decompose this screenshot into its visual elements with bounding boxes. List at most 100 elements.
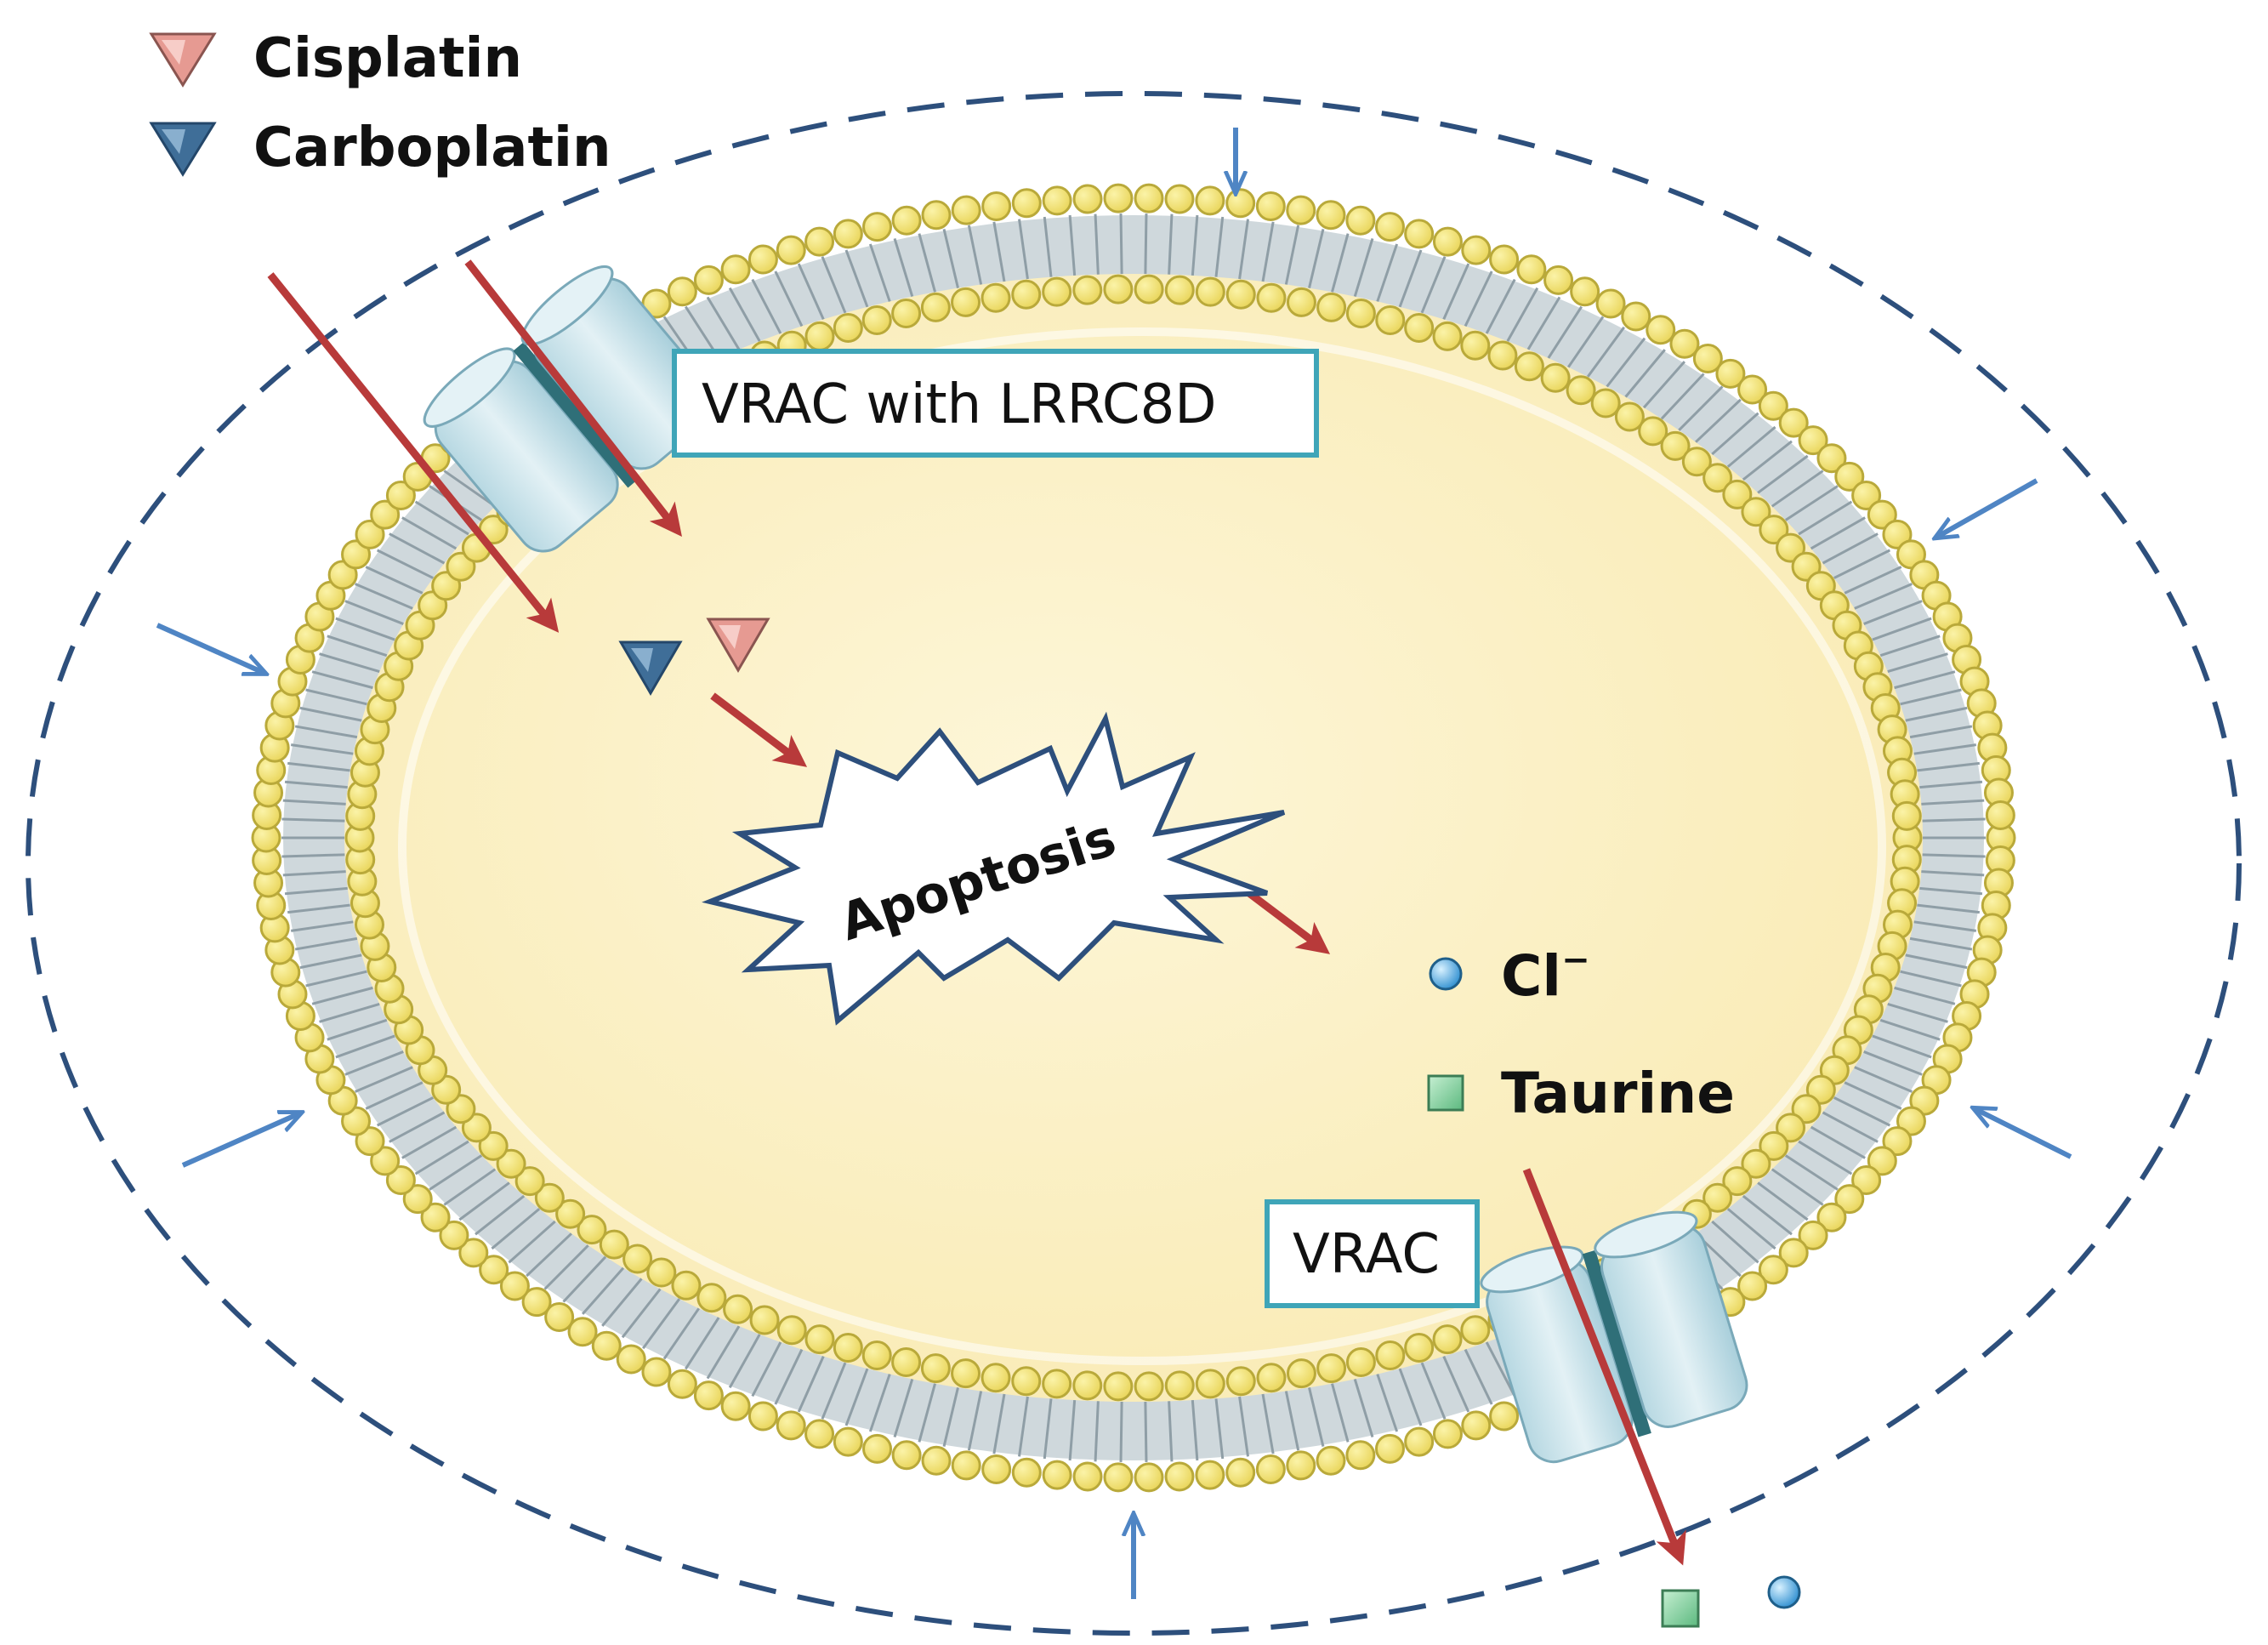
lipid-head <box>1737 374 1768 405</box>
lipid-head <box>1072 275 1103 305</box>
legend-cisplatin-label: Cisplatin <box>253 27 522 90</box>
lipid-head <box>1489 244 1520 275</box>
lipid-head <box>891 1440 922 1471</box>
lipid-head <box>981 191 1012 221</box>
lipid-tail <box>389 532 446 565</box>
lipid-tail <box>1068 1400 1077 1461</box>
lipid-head <box>458 1238 489 1268</box>
lipid-tail <box>491 1208 541 1250</box>
lipid-head <box>1432 1419 1463 1449</box>
lipid-tail <box>1547 305 1583 359</box>
lipid-head <box>641 288 672 319</box>
lipid-tail <box>1261 1393 1275 1454</box>
lipid-head <box>1011 1457 1042 1488</box>
chloride-efflux-ion-icon <box>1767 1575 1801 1609</box>
lipid-head <box>616 1344 646 1375</box>
lipid-head <box>1776 1113 1806 1143</box>
lipid-tail <box>284 780 348 789</box>
chloride-ion-icon <box>1429 957 1463 991</box>
lipid-tail <box>1398 249 1423 308</box>
lipid-tail <box>1844 566 1902 595</box>
lipid-tail <box>1711 412 1759 456</box>
lipid-head <box>833 1333 863 1363</box>
lipid-tail <box>1726 1208 1776 1250</box>
lipid-head <box>1715 358 1746 389</box>
lipid-tail <box>299 953 362 970</box>
lipid-tail <box>1420 1362 1447 1420</box>
chloride-superscript: − <box>1561 941 1590 980</box>
lipid-tail <box>1872 617 1932 641</box>
lipid-head <box>921 200 952 231</box>
lipid-tail <box>1191 214 1199 276</box>
lipid-head <box>1134 1462 1164 1493</box>
lipid-head <box>646 1257 677 1288</box>
lipid-head <box>1758 1255 1788 1285</box>
lipid-tail <box>1485 278 1516 334</box>
lipid-tail <box>1094 1401 1100 1462</box>
lipid-tail <box>376 1096 434 1127</box>
lipid-head <box>693 1380 724 1411</box>
lipid-head <box>776 1410 806 1441</box>
lipid-head <box>951 1358 981 1389</box>
lipid-tail <box>1464 1348 1493 1405</box>
lipid-head <box>1722 1166 1753 1197</box>
lipid-head <box>1103 1462 1134 1493</box>
lipid-head <box>1103 183 1134 213</box>
lipid-tail <box>1018 219 1029 280</box>
lipid-head <box>804 321 835 351</box>
lipid-tail <box>844 249 869 308</box>
lipid-head <box>1614 401 1645 432</box>
lipid-head <box>1164 1461 1195 1492</box>
lipid-head <box>891 205 922 236</box>
lipid-tail <box>1894 986 1956 1005</box>
lipid-head <box>1516 254 1547 285</box>
lipid-tail <box>284 886 348 896</box>
lipid-head <box>861 305 892 335</box>
lipid-tail <box>1919 780 1983 789</box>
lipid-head <box>370 1146 401 1176</box>
lipid-tail <box>1810 516 1866 550</box>
lipid-tail <box>1526 296 1561 350</box>
lipid-tail <box>344 600 404 625</box>
lipid-head <box>1867 1146 1897 1176</box>
cisplatin-triangle-icon <box>706 618 770 673</box>
lipid-head <box>833 312 863 343</box>
lipid-head <box>1225 279 1256 310</box>
lipid-head <box>1791 1094 1822 1124</box>
lipid-head <box>496 1148 526 1179</box>
lipid-tail <box>1921 870 1985 877</box>
lipid-head <box>1759 515 1789 545</box>
lipid-tail <box>1261 221 1275 282</box>
lipid-tail <box>335 617 395 641</box>
lipid-tail <box>1606 337 1646 388</box>
lipid-head <box>1692 343 1723 373</box>
lipid-tail <box>294 936 358 951</box>
carboplatin-triangle-icon <box>618 640 683 696</box>
lipid-tail <box>389 1111 446 1143</box>
lipid-head <box>622 1244 653 1274</box>
lipid-tail <box>992 221 1006 282</box>
lipid-head <box>1432 321 1463 351</box>
lipid-tail <box>1420 256 1447 314</box>
lipid-tail <box>562 1255 607 1303</box>
lipid-tail <box>526 1232 572 1278</box>
lipid-head <box>1042 1460 1072 1490</box>
vrac-label-box: VRAC <box>1265 1199 1480 1308</box>
vrac-label: VRAC <box>1293 1223 1440 1286</box>
lipid-tail <box>414 1140 469 1175</box>
lipid-head <box>1255 1454 1286 1485</box>
lipid-tail <box>1624 349 1666 398</box>
lipid-tail <box>1854 1066 1913 1093</box>
lipid-head <box>567 1317 598 1347</box>
lipid-tail <box>365 566 423 595</box>
lipid-head <box>1042 1369 1072 1399</box>
lipid-tail <box>1909 936 1973 951</box>
lipid-head <box>1816 1202 1847 1232</box>
lipid-tail <box>1043 216 1053 277</box>
lipid-tail <box>1214 1398 1225 1460</box>
lipid-tail <box>1660 373 1705 420</box>
lipid-tail <box>1833 1096 1891 1127</box>
lipid-tail <box>1905 706 1968 722</box>
lipid-head <box>696 1283 727 1313</box>
